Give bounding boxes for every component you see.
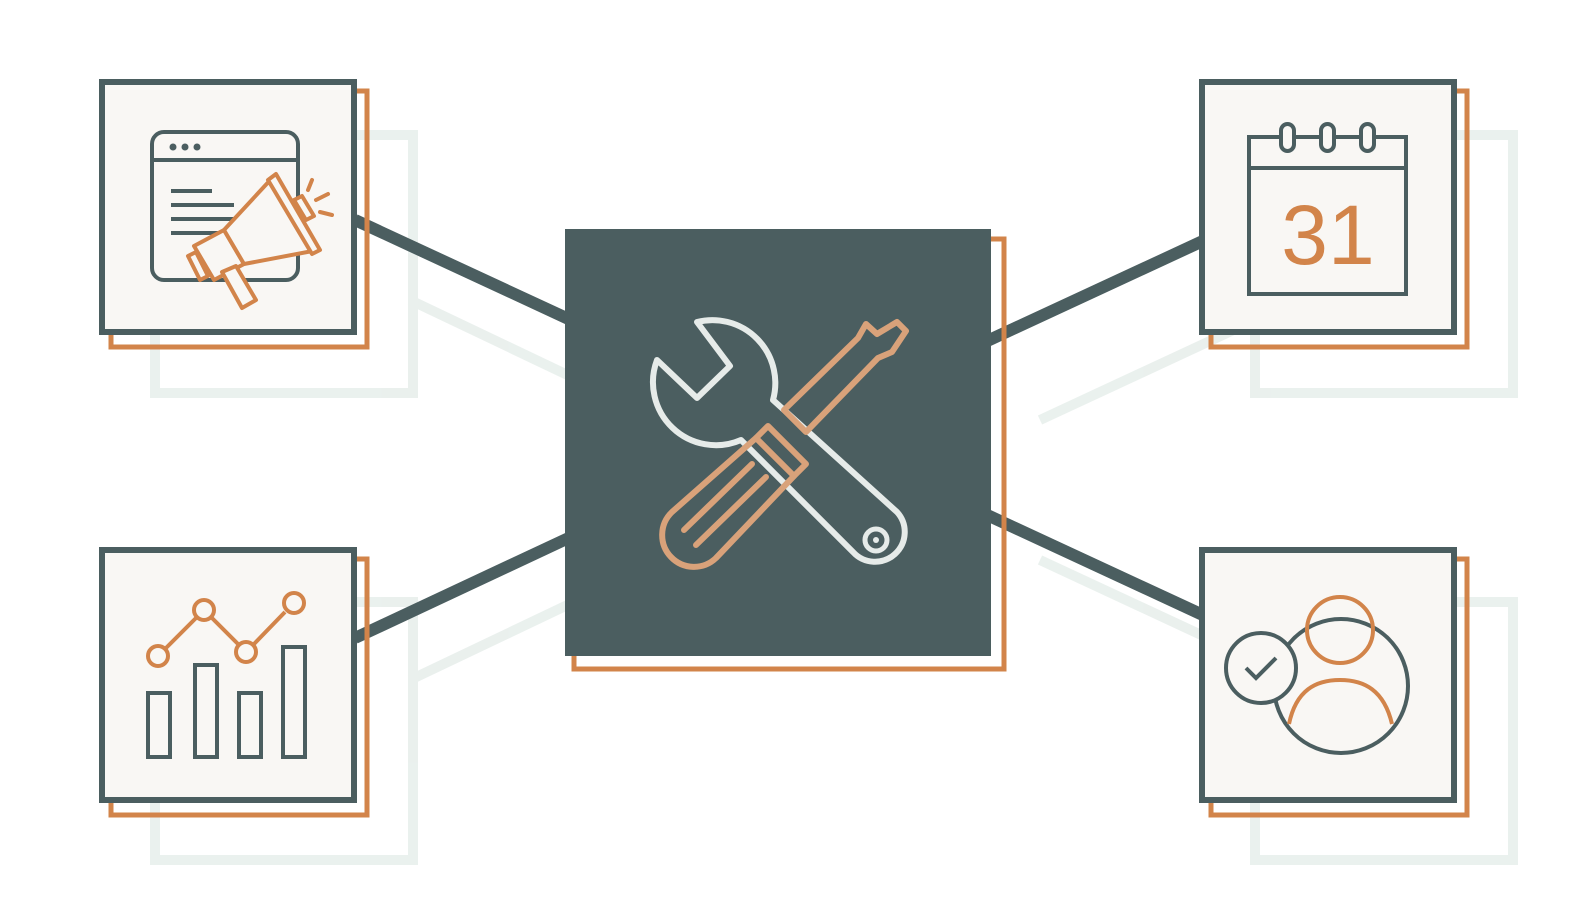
connectors xyxy=(352,214,1208,644)
connector-bottom-right xyxy=(982,508,1208,622)
center-tile xyxy=(565,229,1007,672)
connector-top-right xyxy=(982,234,1208,348)
chart-bar-3 xyxy=(237,691,263,759)
node-calendar: 31 xyxy=(1199,79,1470,350)
chart-point-4 xyxy=(282,591,306,615)
wrench-screwdriver-icon xyxy=(650,317,909,570)
connector-top-left xyxy=(352,214,578,328)
chart-point-2 xyxy=(192,598,216,622)
browser-megaphone-icon xyxy=(150,130,334,310)
bar-line-chart-icon xyxy=(146,591,307,759)
node-user xyxy=(1199,547,1470,818)
chart-point-3 xyxy=(234,640,258,664)
calendar-day-label: 31 xyxy=(1281,188,1374,282)
connector-bottom-left xyxy=(352,529,578,644)
check-badge xyxy=(1224,631,1298,705)
calendar-icon: 31 xyxy=(1247,122,1408,296)
chart-bar-4 xyxy=(281,645,307,759)
node-marketing xyxy=(99,79,370,350)
chart-bar-1 xyxy=(146,691,172,759)
chart-point-1 xyxy=(146,644,170,668)
check-icon xyxy=(1244,656,1278,681)
chart-bar-2 xyxy=(193,663,219,759)
user-check-icon xyxy=(1224,595,1410,755)
node-analytics xyxy=(99,547,370,818)
